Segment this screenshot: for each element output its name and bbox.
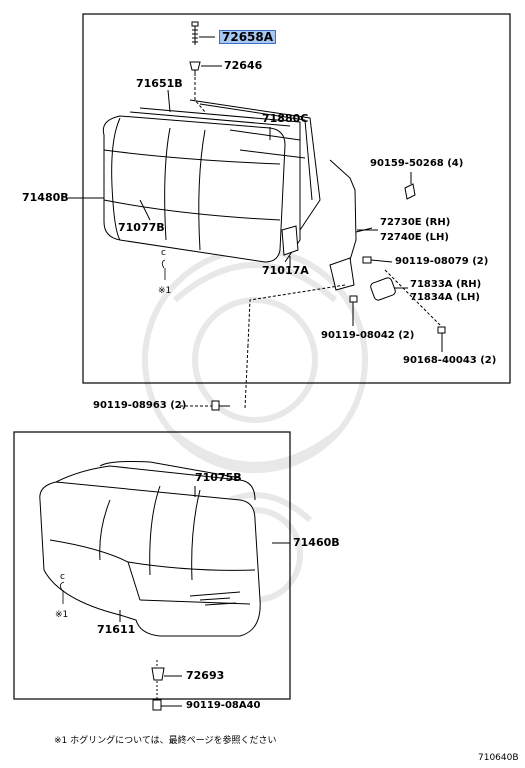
bolt-90119-08963-icon — [211, 400, 230, 411]
label-90159-50268[interactable]: 90159-50268 (4) — [370, 158, 464, 169]
bolt-90168-icon — [437, 326, 446, 352]
bolt-90159-icon — [404, 183, 416, 200]
label-71480b[interactable]: 71480B — [22, 191, 69, 204]
label-71833a[interactable]: 71833A (RH) — [410, 279, 482, 290]
label-71075b[interactable]: 71075B — [195, 471, 242, 484]
bolt-90119-08a40-icon — [152, 681, 182, 711]
bolt-72658a-icon — [191, 21, 199, 45]
label-72740e[interactable]: 72740E (LH) — [380, 232, 449, 243]
diagram-code: 710640B — [478, 753, 519, 763]
label-90168-40043[interactable]: 90168-40043 (2) — [403, 355, 497, 366]
seatback-71077b — [102, 115, 286, 263]
label-71834a[interactable]: 71834A (LH) — [410, 292, 480, 303]
label-71077b[interactable]: 71077B — [118, 221, 165, 234]
label-72693[interactable]: 72693 — [186, 669, 225, 682]
clip-72646-icon — [189, 61, 201, 76]
bolt-90119-08042-icon — [349, 295, 358, 326]
hog-ring-mark-top: c — [161, 248, 166, 258]
label-71880c[interactable]: 71880C — [262, 112, 309, 125]
label-72646[interactable]: 72646 — [224, 59, 263, 72]
label-71017a[interactable]: 71017A — [262, 264, 309, 277]
label-71460b[interactable]: 71460B — [293, 536, 340, 549]
lower-frame — [13, 431, 291, 700]
label-90119-08079[interactable]: 90119-08079 (2) — [395, 256, 489, 267]
label-72658a[interactable]: 72658A — [219, 30, 277, 44]
label-71611[interactable]: 71611 — [97, 623, 136, 636]
label-72730e[interactable]: 72730E (RH) — [380, 217, 451, 228]
cable-72730e — [329, 159, 357, 261]
hog-ring-note-top: ※1 — [158, 286, 172, 296]
label-90119-08a40[interactable]: 90119-08A40 — [186, 700, 261, 711]
label-90119-08042[interactable]: 90119-08042 (2) — [321, 330, 415, 341]
footnote: ※1 ホグリングについては、最終ページを参照ください — [54, 736, 277, 746]
label-90119-08963[interactable]: 90119-08963 (2) — [93, 400, 187, 411]
frame-71880c — [189, 99, 321, 231]
hog-ring-note-bottom: ※1 — [55, 610, 69, 620]
seat-assembly-71460b — [39, 461, 261, 637]
clip-72693-icon — [151, 660, 182, 681]
lock-cover-71833a — [370, 277, 396, 301]
hinge-71017a — [281, 225, 299, 256]
label-71651b[interactable]: 71651B — [136, 77, 183, 90]
hog-ring-mark-bottom: c — [60, 572, 65, 582]
bolt-90119-08079-icon — [362, 256, 393, 264]
